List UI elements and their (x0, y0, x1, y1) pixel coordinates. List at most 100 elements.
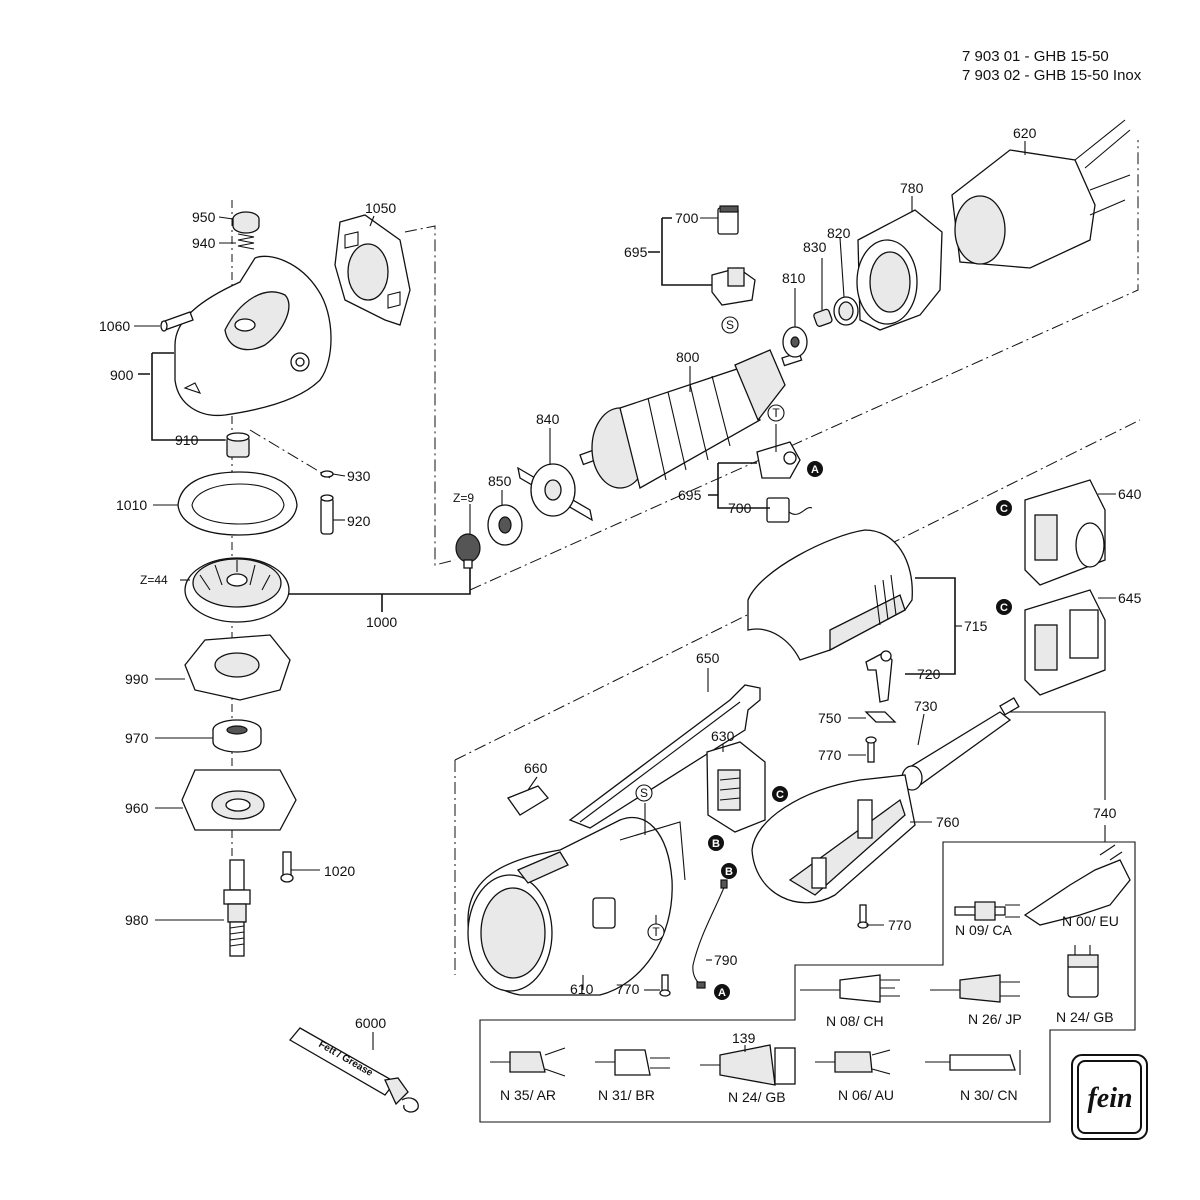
part-1010-gasket (177, 471, 298, 536)
label-650: 650 (696, 650, 720, 666)
part-1060-screw (160, 311, 194, 332)
part-920-pin (320, 494, 334, 535)
part-z9-pinion (455, 533, 481, 569)
label-940: 940 (192, 235, 216, 251)
part-labels: 950 940 1050 1060 900 910 930 1010 920 Z… (99, 125, 1142, 1046)
fein-logo: fein (1071, 1054, 1148, 1140)
part-700-carbon-brush-top (717, 205, 739, 235)
part-900-gear-head-housing (174, 255, 332, 417)
part-z44-bevel-gear (184, 557, 290, 623)
label-770-a: 770 (818, 747, 842, 763)
label-980: 980 (125, 912, 149, 928)
part-850-bearing (487, 504, 523, 546)
plug-n08-ch (800, 974, 900, 1003)
label-z9: Z=9 (453, 491, 474, 505)
plug-n24-gb-bottom (700, 1044, 796, 1086)
part-760-handle-shell (751, 774, 916, 904)
label-630: 630 (711, 728, 735, 744)
part-645-electronics (1024, 589, 1106, 696)
label-810: 810 (782, 270, 806, 286)
part-830-sleeve (813, 308, 833, 327)
plug-label-n26: N 26/ JP (968, 1011, 1022, 1027)
label-800: 800 (676, 349, 700, 365)
label-960: 960 (125, 800, 149, 816)
part-810-bearing (782, 326, 808, 358)
part-700-carbon-brush-bottom (766, 497, 813, 523)
label-139: 139 (732, 1030, 756, 1046)
part-940-spring (237, 233, 255, 250)
part-695-brush-holder-top (711, 267, 756, 306)
label-970: 970 (125, 730, 149, 746)
label-950: 950 (192, 209, 216, 225)
label-640: 640 (1118, 486, 1142, 502)
label-1020: 1020 (324, 863, 355, 879)
logo-text: fein (1087, 1083, 1132, 1114)
label-920: 920 (347, 513, 371, 529)
plug-n35-ar (490, 1047, 566, 1077)
label-820: 820 (827, 225, 851, 241)
label-715: 715 (964, 618, 988, 634)
label-1050: 1050 (365, 200, 396, 216)
label-695-bottom: 695 (678, 487, 702, 503)
model-line-1: 7 903 01 - GHB 15-50 (962, 48, 1109, 65)
plug-label-n24-bottom: N 24/ GB (728, 1089, 786, 1105)
label-645: 645 (1118, 590, 1142, 606)
plug-label-n24-top: N 24/ GB (1056, 1009, 1114, 1025)
label-770-b: 770 (888, 917, 912, 933)
label-695-top: 695 (624, 244, 648, 260)
part-990-plate (184, 634, 291, 701)
label-620: 620 (1013, 125, 1037, 141)
label-660: 660 (524, 760, 548, 776)
badge-a-bottom: A (718, 987, 726, 999)
plug-n00-eu (1023, 844, 1131, 926)
plug-label-n30: N 30/ CN (960, 1087, 1018, 1103)
label-610: 610 (570, 981, 594, 997)
plug-n09-ca (954, 901, 1020, 921)
label-1000: 1000 (366, 614, 397, 630)
part-980-spindle (223, 859, 251, 957)
label-990: 990 (125, 671, 149, 687)
part-1020-screw (280, 851, 294, 883)
label-740: 740 (1093, 805, 1117, 821)
label-930: 930 (347, 468, 371, 484)
plug-n06-au (815, 1049, 891, 1075)
part-730-cable-guard (901, 697, 1020, 791)
part-610-motor-housing (467, 816, 686, 996)
plug-labels: N 09/ CA N 00/ EU N 08/ CH N 26/ JP N 24… (500, 913, 1119, 1105)
part-660-slide-button (506, 785, 549, 816)
plug-label-n31: N 31/ BR (598, 1087, 655, 1103)
part-770-screw-c (659, 974, 671, 997)
label-900: 900 (110, 367, 134, 383)
part-630-switch (706, 741, 766, 833)
part-1050-shield (334, 214, 411, 326)
part-970-bearing (212, 719, 262, 753)
part-640-electronics (1024, 479, 1106, 586)
plug-label-n09: N 09/ CA (955, 922, 1012, 938)
label-910: 910 (175, 432, 199, 448)
leader-lines (134, 141, 1116, 1052)
badge-c-switch: C (776, 789, 784, 801)
plug-frames (479, 841, 1136, 1123)
plug-label-n08: N 08/ CH (826, 1013, 884, 1029)
plug-label-n00: N 00/ EU (1062, 913, 1119, 929)
label-760: 760 (936, 814, 960, 830)
label-850: 850 (488, 473, 512, 489)
plug-label-n06: N 06/ AU (838, 1087, 894, 1103)
plug-n31-br (595, 1049, 670, 1076)
part-6000-grease-tube: Fett / Grease (289, 1027, 419, 1113)
model-line-2: 7 903 02 - GHB 15-50 Inox (962, 67, 1142, 84)
badge-a-top: A (811, 464, 819, 476)
part-720-switch-link (865, 650, 893, 703)
part-750-clip (864, 711, 897, 723)
badge-t-bottom: T (652, 925, 660, 939)
part-910-bushing (226, 432, 250, 458)
part-695-brush-holder-bottom (756, 441, 801, 479)
label-780: 780 (900, 180, 924, 196)
label-840: 840 (536, 411, 560, 427)
badge-c-640: C (1000, 503, 1008, 515)
label-700-bottom: 700 (728, 500, 752, 516)
label-750: 750 (818, 710, 842, 726)
label-720: 720 (917, 666, 941, 682)
part-770-screw-a (865, 736, 877, 763)
